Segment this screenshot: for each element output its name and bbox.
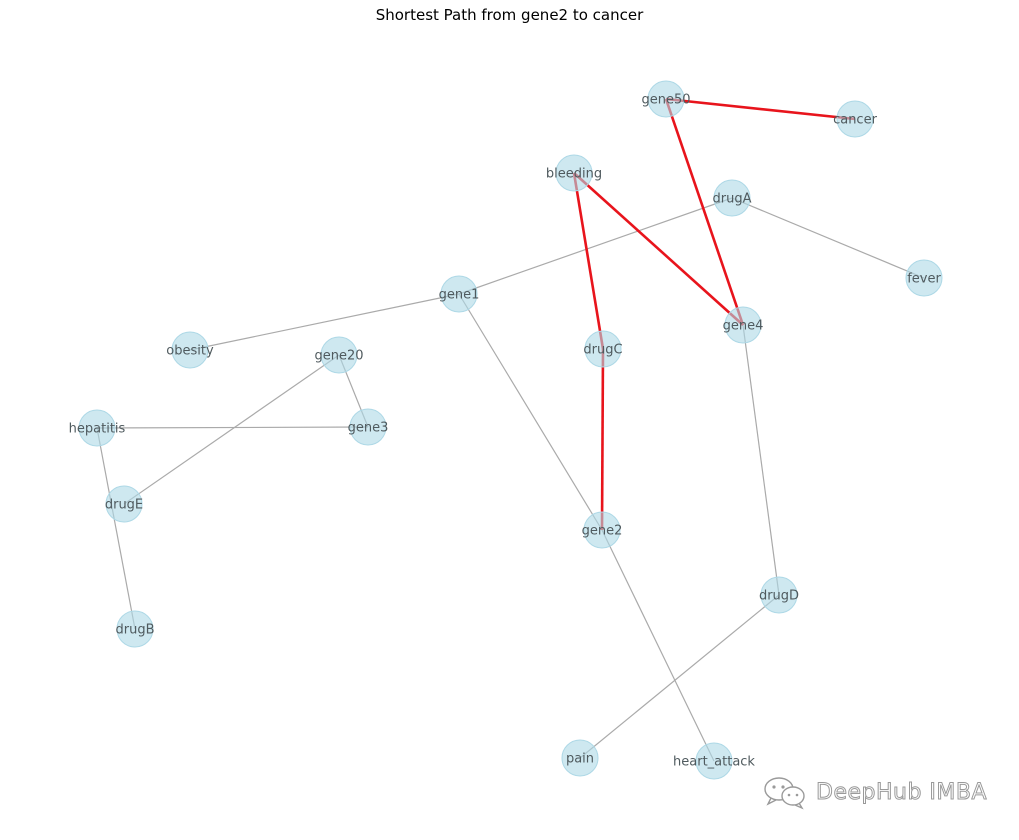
node-gene50[interactable]: gene50 xyxy=(641,80,691,118)
node-gene1[interactable]: gene1 xyxy=(439,275,480,313)
node-pain[interactable]: pain xyxy=(561,739,599,777)
nodes-layer: gene50 cancer bleeding drugA fever gene1 gene4… xyxy=(69,80,943,780)
edge-gene50-cancer xyxy=(665,97,856,121)
edge-gene4-gene50 xyxy=(664,98,745,326)
node-circle xyxy=(583,511,621,549)
node-drugE[interactable]: drugE xyxy=(105,485,143,523)
edge-bleeding-gene4 xyxy=(573,172,744,326)
edge-gene4-drugD xyxy=(742,324,780,596)
node-label: hepatitis xyxy=(69,422,126,437)
node-label: obesity xyxy=(166,344,214,359)
node-label: drugE xyxy=(105,498,143,513)
node-drugA[interactable]: drugA xyxy=(713,179,752,217)
node-circle xyxy=(78,409,116,447)
node-gene3[interactable]: gene3 xyxy=(348,408,389,446)
node-label: gene4 xyxy=(723,319,764,334)
node-fever[interactable]: fever xyxy=(905,259,943,297)
edge-drugD-pain xyxy=(579,594,780,759)
edge-drugA-fever xyxy=(731,197,925,279)
edge-drugA-gene1 xyxy=(458,197,733,295)
node-circle xyxy=(116,610,154,648)
node-label: heart_attack xyxy=(673,755,755,770)
node-circle xyxy=(760,576,798,614)
node-label: drugC xyxy=(583,343,622,358)
edges-layer xyxy=(96,97,925,762)
node-heart_attack[interactable]: heart_attack xyxy=(673,742,755,780)
node-label: gene3 xyxy=(348,421,389,436)
node-circle xyxy=(105,485,143,523)
edge-hepatitis-gene3 xyxy=(96,426,369,429)
node-obesity[interactable]: obesity xyxy=(166,331,214,369)
node-cancer[interactable]: cancer xyxy=(833,100,878,138)
chart-title: Shortest Path from gene2 to cancer xyxy=(375,6,644,24)
node-bleeding[interactable]: bleeding xyxy=(546,154,602,192)
edge-gene2-drugC xyxy=(600,348,605,531)
watermark: DeepHub IMBA xyxy=(762,774,987,810)
node-label: drugA xyxy=(713,192,752,207)
edge-gene1-obesity xyxy=(189,293,460,351)
node-gene2[interactable]: gene2 xyxy=(582,511,623,549)
node-circle xyxy=(695,742,733,780)
node-label: gene20 xyxy=(314,349,363,364)
node-circle xyxy=(440,275,478,313)
node-circle xyxy=(171,331,209,369)
edge-gene20-drugE xyxy=(123,354,340,505)
edge-hepatitis-drugB xyxy=(96,427,136,630)
node-label: drugD xyxy=(759,589,799,604)
node-circle xyxy=(584,330,622,368)
node-label: cancer xyxy=(833,113,877,128)
node-circle xyxy=(555,154,593,192)
node-label: drugB xyxy=(115,623,154,638)
node-gene20[interactable]: gene20 xyxy=(314,336,364,374)
edge-gene2-heart_attack xyxy=(601,529,715,762)
node-circle xyxy=(713,179,751,217)
node-drugD[interactable]: drugD xyxy=(759,576,799,614)
wechat-icon xyxy=(764,777,805,810)
edge-drugC-bleeding xyxy=(572,172,605,350)
node-label: gene2 xyxy=(582,524,623,539)
node-circle xyxy=(724,306,762,344)
node-gene4[interactable]: gene4 xyxy=(723,306,764,344)
watermark-text: DeepHub IMBA xyxy=(815,779,988,805)
node-label: gene1 xyxy=(439,288,480,303)
node-label: gene50 xyxy=(641,93,690,108)
edge-gene1-gene2 xyxy=(458,293,603,531)
node-drugB[interactable]: drugB xyxy=(115,610,155,648)
node-circle xyxy=(647,80,685,118)
node-hepatitis[interactable]: hepatitis xyxy=(69,409,126,447)
node-circle xyxy=(905,259,943,297)
node-label: bleeding xyxy=(546,167,602,182)
node-label: pain xyxy=(566,752,594,767)
node-circle xyxy=(836,100,874,138)
node-label: fever xyxy=(907,272,941,287)
node-circle xyxy=(320,336,358,374)
node-drugC[interactable]: drugC xyxy=(583,330,623,368)
node-circle xyxy=(561,739,599,777)
node-circle xyxy=(349,408,387,446)
